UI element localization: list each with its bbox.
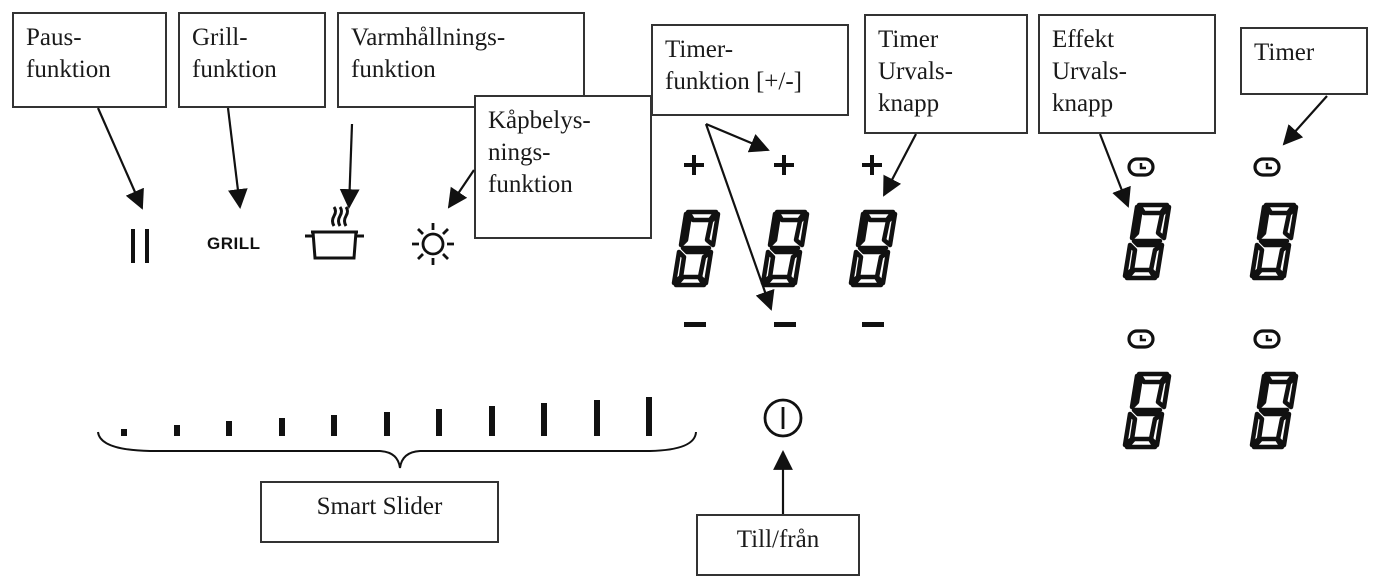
label-line: Timer — [878, 26, 939, 53]
label-line: funktion — [192, 56, 277, 83]
timer-seven-segment-displays — [674, 212, 895, 285]
label-line: nings- — [488, 139, 551, 166]
label-line: Urvals- — [1052, 58, 1127, 85]
label-power-select-button: Effekt Urvals- knapp — [1038, 14, 1216, 134]
label-line: knapp — [878, 90, 940, 117]
label-line: Till/från — [736, 526, 820, 553]
label-line: Effekt — [1052, 26, 1115, 53]
callout-arrows — [96, 95, 1328, 514]
hood-light-sun-icon[interactable] — [412, 223, 454, 265]
label-line: funktion — [26, 56, 111, 83]
keep-warm-pot-icon[interactable] — [305, 206, 364, 260]
label-line: funktion — [351, 56, 436, 83]
label-timer: Timer — [1240, 27, 1368, 95]
label-line: funktion — [488, 171, 573, 198]
label-line: Timer- — [665, 36, 734, 63]
label-hood-light-function: Kåpbelys- nings- funktion — [474, 95, 652, 239]
label-timer-plus-minus: Timer- funktion [+/-] — [651, 24, 849, 116]
label-line: funktion [+/-] — [665, 68, 802, 95]
grill-button[interactable]: GRILL — [207, 234, 261, 253]
label-line: knapp — [1052, 90, 1114, 117]
timer-plus-buttons[interactable] — [684, 155, 882, 175]
pause-icon[interactable] — [131, 229, 149, 263]
label-line: Grill- — [192, 24, 248, 51]
timer-minus-buttons[interactable] — [684, 322, 884, 327]
label-line: Timer — [1254, 39, 1315, 66]
label-pause-function: Paus- funktion — [12, 12, 167, 108]
label-line: Urvals- — [878, 58, 953, 85]
power-icon[interactable] — [763, 398, 803, 438]
slider-brace — [97, 431, 697, 469]
label-on-off: Till/från — [696, 514, 860, 576]
zone-seven-segment-displays — [1125, 205, 1296, 447]
label-grill-function: Grill- funktion — [178, 12, 326, 108]
smart-slider[interactable] — [121, 397, 652, 436]
label-timer-select-button: Timer Urvals- knapp — [864, 14, 1028, 134]
label-line: Varmhållnings- — [351, 24, 506, 51]
label-keep-warm-function: Varmhållnings- funktion — [337, 12, 585, 108]
label-line: Paus- — [26, 24, 82, 51]
label-smart-slider: Smart Slider — [260, 481, 499, 543]
label-line: Kåpbelys- — [488, 107, 591, 134]
label-line: Smart Slider — [316, 493, 443, 520]
